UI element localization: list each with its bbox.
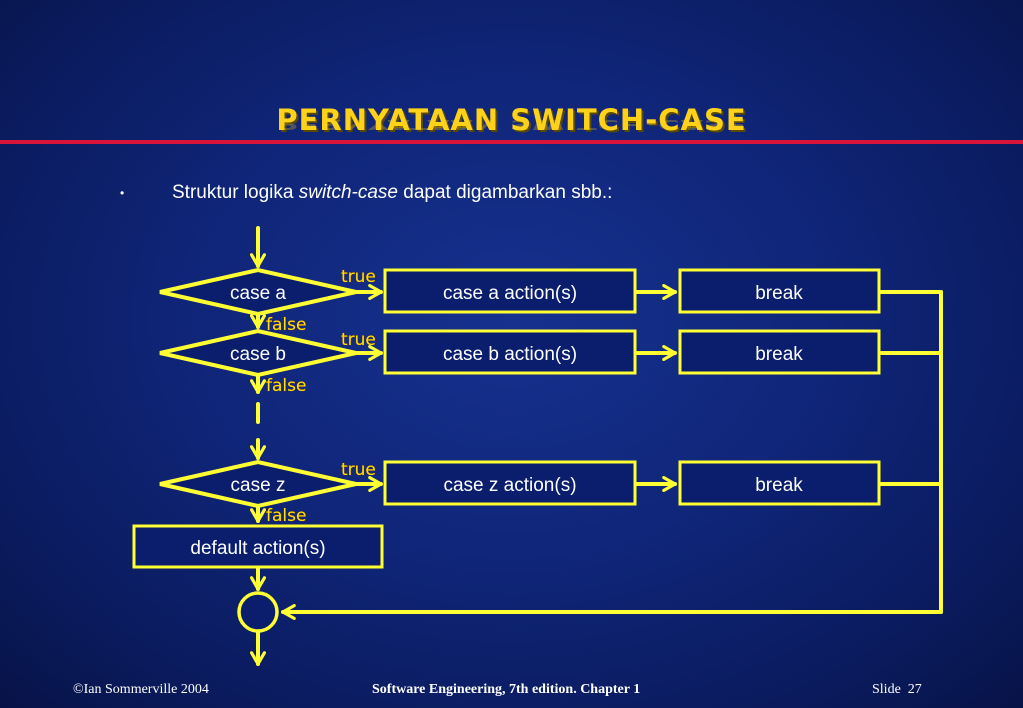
decision-diamond-b: [159, 328, 357, 378]
default-action-box: [132, 524, 384, 569]
decision-diamond-z: [159, 459, 357, 509]
action-label-b: case b action(s): [443, 344, 577, 365]
true-label-z: true: [341, 460, 376, 480]
action-box-b: [383, 329, 637, 375]
condition-label-a: case a: [230, 283, 286, 304]
action-box-a: [383, 268, 637, 314]
break-box-b: [678, 329, 881, 375]
false-label-b: false: [266, 376, 306, 396]
break-label-b: break: [755, 344, 803, 365]
break-box-a: [678, 268, 881, 314]
bullet-icon: •: [120, 186, 125, 200]
intro-text: Struktur logika switch-case dapat digamb…: [172, 182, 612, 204]
footer-book-title: Software Engineering, 7th edition. Chapt…: [372, 682, 641, 697]
action-box-z: [383, 460, 637, 506]
slide-title: PERNYATAAN SWITCH-CASE: [276, 103, 747, 137]
condition-label-b: case b: [230, 344, 286, 365]
condition-label-z: case z: [231, 475, 286, 496]
end-connector-circle: [237, 591, 279, 633]
false-label-a: false: [266, 315, 306, 335]
intro-text-end: dapat digambarkan sbb.:: [397, 182, 613, 203]
slide-number: 27: [907, 682, 922, 697]
intro-text-emphasis: switch-case: [298, 182, 398, 203]
decision-diamond-a: [159, 267, 357, 317]
true-label-a: true: [341, 267, 376, 287]
footer-slide-number: Slide 27: [872, 682, 922, 698]
intro-text-start: Struktur logika: [172, 182, 299, 203]
title-divider: [0, 140, 1023, 144]
break-label-z: break: [755, 475, 803, 496]
footer-copyright: ©Ian Sommerville 2004: [73, 682, 209, 697]
break-label-a: break: [755, 283, 803, 304]
break-box-z: [678, 460, 881, 506]
false-label-z: false: [266, 506, 306, 526]
default-action-label: default action(s): [190, 538, 325, 559]
action-label-a: case a action(s): [443, 283, 577, 304]
slide-label: Slide: [872, 682, 901, 697]
action-label-z: case z action(s): [443, 475, 576, 496]
true-label-b: true: [341, 330, 376, 350]
